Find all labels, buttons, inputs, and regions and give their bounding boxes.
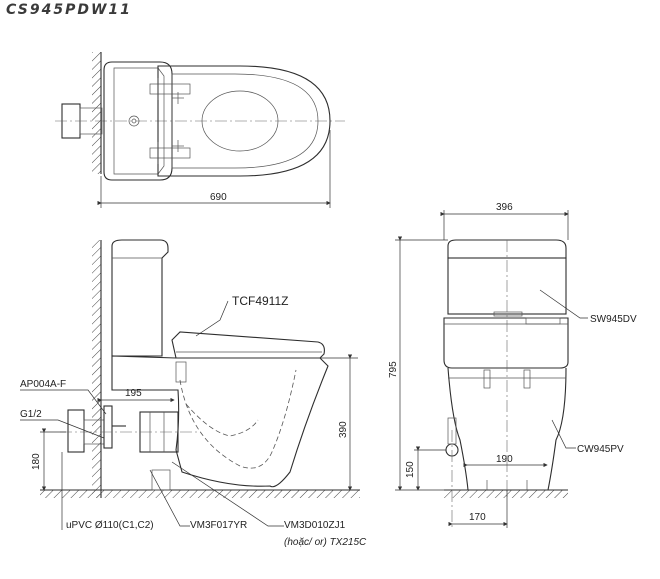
dim-inlet-height: 180 — [31, 453, 42, 470]
label-flange: VM3F017YR — [190, 520, 247, 531]
seat-side — [171, 331, 325, 359]
floor-flange-side — [151, 469, 171, 491]
seat-hinge-side — [175, 361, 187, 383]
tank-lid-front — [447, 239, 567, 259]
side-view: 195 390 180 TCF4911Z AP004A-F G1/2 uPVC … — [20, 239, 367, 548]
dim-height: 795 — [388, 361, 399, 378]
floor-hatch-side — [40, 490, 360, 498]
wall-hatch-side — [92, 240, 101, 498]
label-angle-valve: AP004A-F — [20, 379, 66, 390]
label-pipe: uPVC Ø110(C1,C2) — [66, 520, 154, 531]
fixing-bolts-front — [483, 369, 531, 490]
dim-outlet-center: 195 — [125, 388, 142, 399]
label-adapter-alt: (hoặc/ or) TX215C — [284, 537, 367, 548]
dim-fixing-spacing: 190 — [496, 454, 513, 465]
control-panel-front — [525, 317, 561, 325]
washlet-front — [443, 317, 569, 369]
model-title: CS945PDW11 — [6, 2, 132, 18]
bowl-side — [111, 355, 329, 488]
dim-fixing-offset: 170 — [469, 512, 486, 523]
bowl-front — [447, 367, 567, 491]
supply-pipe-side — [67, 409, 85, 453]
label-bowl: CW945PV — [577, 444, 624, 455]
wall-hatch-top — [92, 52, 101, 174]
floor-hatch-front — [444, 490, 568, 498]
dim-width: 396 — [496, 202, 513, 213]
label-supply-thread: G1/2 — [20, 409, 42, 420]
angle-valve-side — [103, 405, 113, 449]
seat-outline-top — [157, 65, 331, 177]
dim-seat-height: 390 — [338, 421, 349, 438]
front-view: 396 795 150 190 170 SW945DV CW945PV — [388, 202, 637, 530]
dim-supply-height: 150 — [405, 461, 416, 478]
hinge-fixings-top — [149, 78, 191, 164]
label-seat: TCF4911Z — [232, 294, 288, 308]
tank-top — [103, 61, 173, 181]
label-washlet: SW945DV — [590, 314, 637, 325]
top-view: 690 — [55, 52, 345, 208]
flush-button-top — [128, 115, 140, 127]
label-adapter: VM3D010ZJ1 — [284, 520, 346, 531]
tank-side — [111, 239, 169, 357]
tank-body-front — [447, 257, 567, 315]
dim-overall-length: 690 — [210, 192, 227, 203]
trap-side — [179, 369, 297, 469]
bowl-opening-top — [201, 90, 279, 152]
